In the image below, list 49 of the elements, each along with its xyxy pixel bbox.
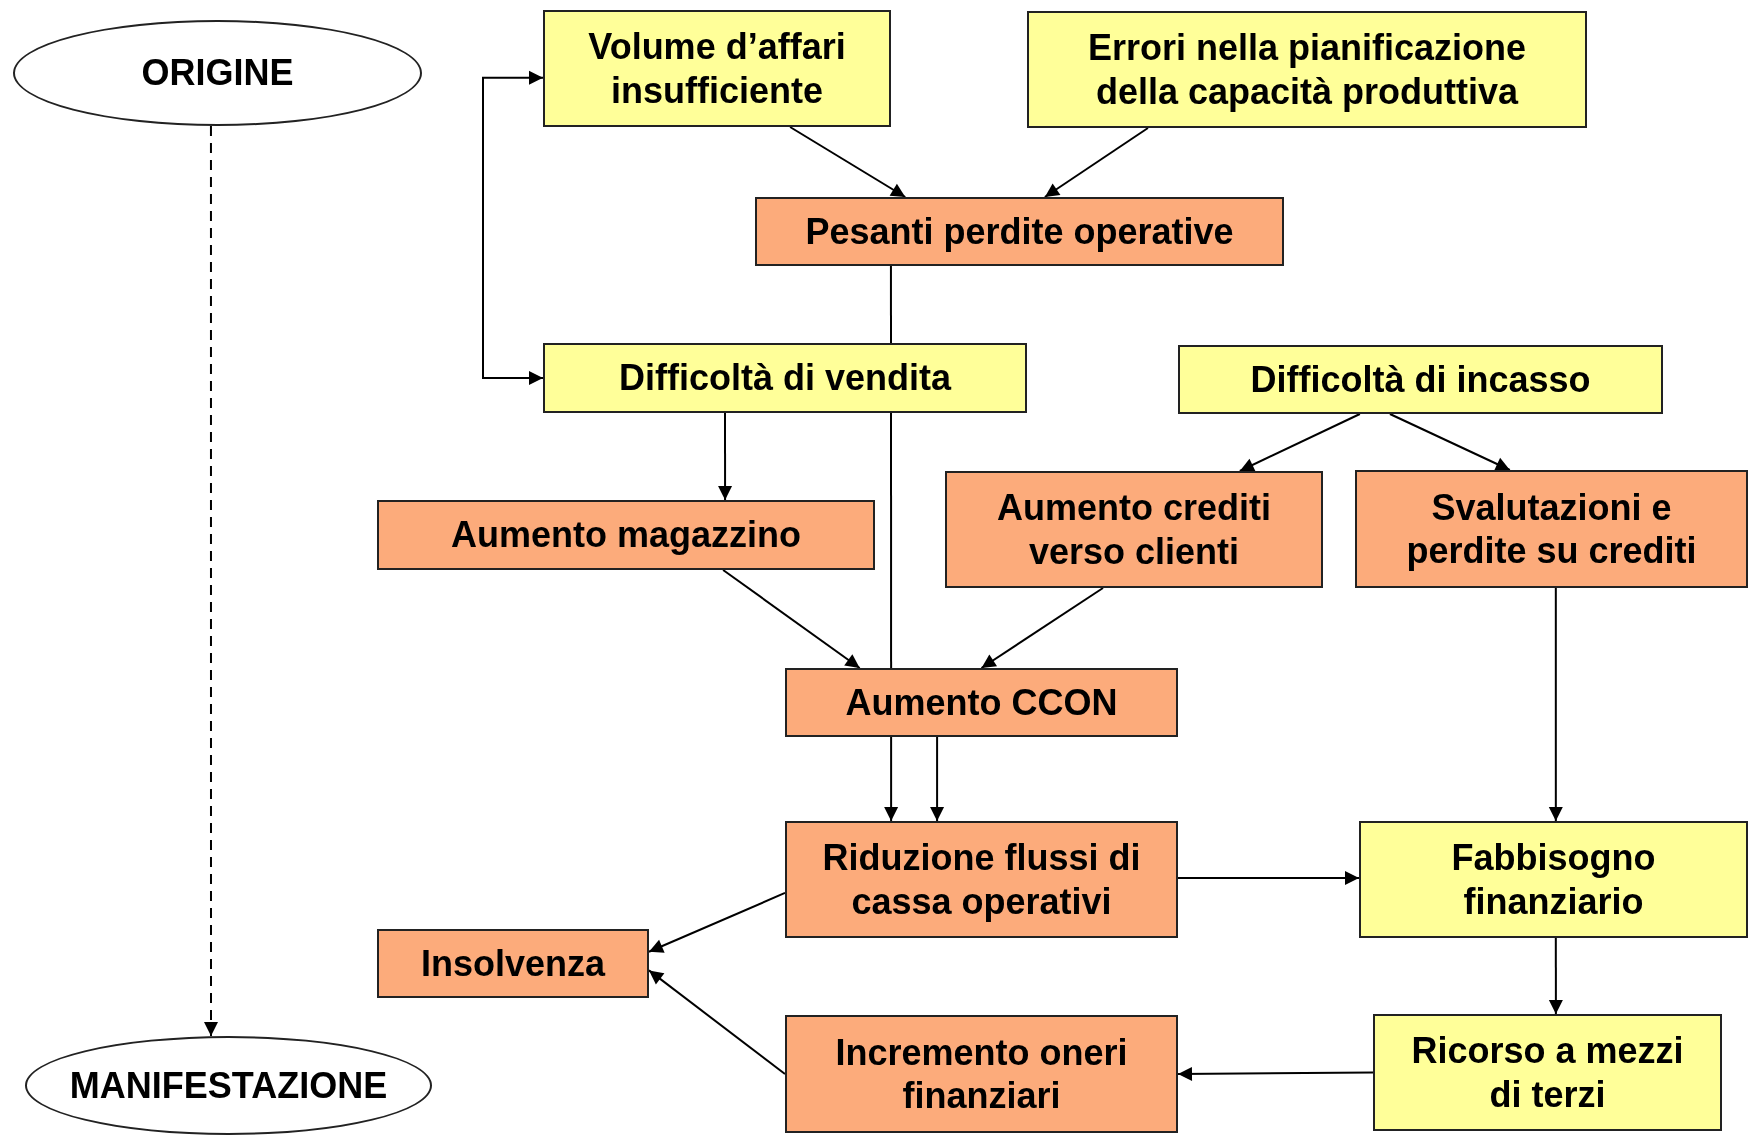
- process-box: [785, 668, 1178, 737]
- node-label: Riduzione flussi di cassa operativi: [821, 836, 1142, 923]
- arrow: [1548, 587, 1563, 822]
- node-label: Fabbisogno finanziario: [1450, 836, 1657, 923]
- node-label: Aumento crediti verso clienti: [996, 486, 1272, 573]
- node-label: Errori nella pianificazione della capacità produttiva: [1086, 26, 1528, 113]
- arrow: [1548, 937, 1563, 1015]
- arrow: [1177, 1066, 1374, 1081]
- process-box: [377, 929, 649, 998]
- node-label: Aumento CCON: [845, 680, 1118, 725]
- process-box: [785, 821, 1178, 938]
- node-label: Ricorso a mezzi di terzi: [1410, 1029, 1685, 1116]
- arrow: [930, 736, 945, 822]
- arrow: [648, 891, 786, 953]
- arrow: [718, 412, 733, 501]
- arrow: [648, 969, 786, 1075]
- arrow: [1043, 127, 1149, 198]
- arrow: [884, 736, 899, 822]
- process-box: [1373, 1014, 1722, 1131]
- connector-line: [889, 265, 892, 344]
- arrow: [980, 587, 1104, 669]
- process-box: [543, 10, 891, 127]
- arrow: [1177, 871, 1360, 885]
- process-box: [945, 471, 1323, 588]
- node-label: MANIFESTAZIONE: [69, 1063, 388, 1108]
- process-box: [1027, 11, 1587, 128]
- arrow: [482, 70, 544, 385]
- arrow: [204, 125, 218, 1037]
- node-label: Aumento magazzino: [451, 513, 801, 557]
- process-box: [543, 343, 1027, 413]
- process-box: [785, 1015, 1178, 1133]
- process-box: [1178, 345, 1663, 414]
- process-box: [1359, 821, 1748, 938]
- process-box: [755, 197, 1284, 266]
- process-box: [1355, 470, 1748, 588]
- arrow: [1388, 413, 1511, 471]
- node-label: Svalutazioni e perdite su crediti: [1405, 485, 1698, 573]
- node-label: Difficoltà di incasso: [1250, 357, 1591, 402]
- process-box: [377, 500, 875, 570]
- arrow: [1238, 413, 1361, 472]
- node-label: Volume d’affari insufficiente: [587, 25, 847, 112]
- node-label: Difficoltà di vendita: [618, 356, 951, 400]
- arrow: [789, 126, 907, 198]
- arrow: [722, 569, 861, 669]
- node-label: ORIGINE: [141, 51, 294, 95]
- connector-line: [890, 412, 893, 669]
- node-label: Incremento oneri finanziari: [834, 1030, 1129, 1118]
- node-label: Insolvenza: [420, 941, 606, 986]
- node-label: Pesanti perdite operative: [805, 209, 1234, 254]
